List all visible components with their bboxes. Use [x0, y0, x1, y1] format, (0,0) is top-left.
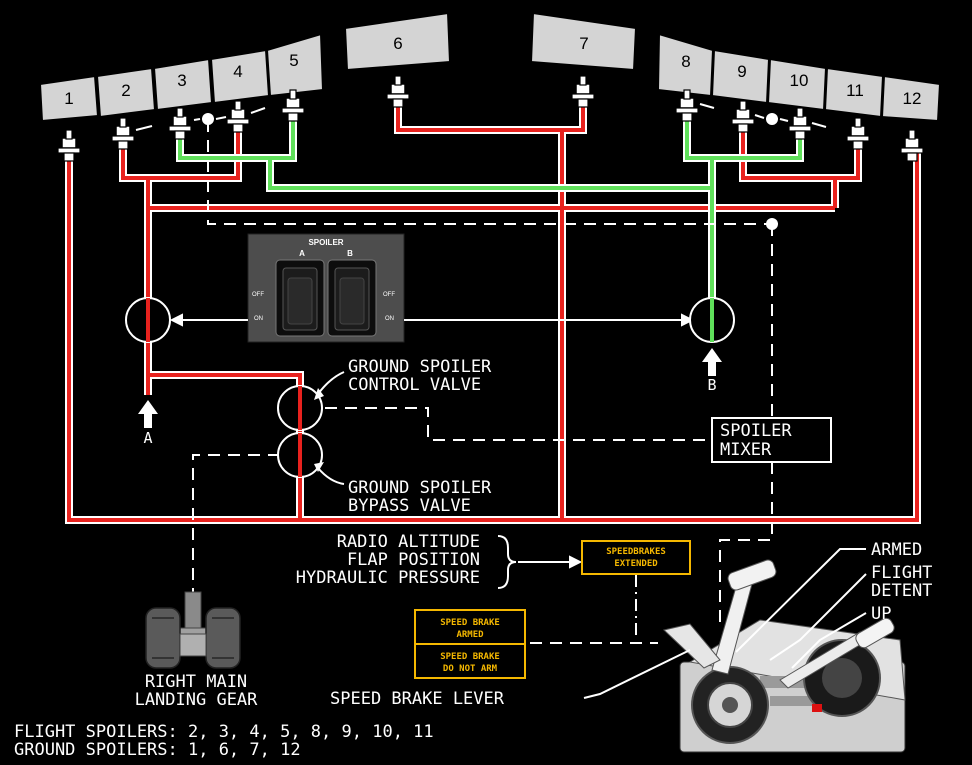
- spoiler-panel-2: 2: [95, 66, 157, 119]
- spoiler-panel-1: 1: [38, 74, 100, 123]
- control-valve-leader-arrow: [314, 388, 324, 400]
- spoiler-panel-11: 11: [823, 66, 885, 119]
- switch-b-guard[interactable]: [327, 259, 377, 337]
- spoiler-panel-12-label: 12: [903, 89, 922, 108]
- inputs-brace: [497, 535, 517, 589]
- speed-brake-armed-light-line2: ARMED: [456, 630, 484, 640]
- actuator-6: [386, 75, 410, 108]
- spoiler-panel-10: 10: [766, 57, 828, 112]
- landing-gear-icon: [145, 591, 241, 669]
- switch-b-label: B: [347, 249, 353, 258]
- switch-off-right-label: OFF: [383, 292, 395, 298]
- junction-dot-left: [202, 113, 214, 125]
- spoiler-panel-7: 7: [529, 11, 638, 72]
- spoiler-panel-11-label: 11: [846, 81, 864, 100]
- spoiler-panels: 1 2 3 4 5 6 7 8: [38, 11, 942, 123]
- flight-spoilers-legend: FLIGHT SPOILERS: 2, 3, 4, 5, 8, 9, 10, 1…: [14, 722, 434, 742]
- ground-spoilers-legend: GROUND SPOILERS: 1, 6, 7, 12: [14, 740, 301, 760]
- switch-on-right-label: ON: [385, 316, 394, 322]
- spoiler-panel-2-label: 2: [121, 81, 130, 100]
- lever-leaders: [583, 548, 867, 699]
- speedbrakes-extended-light-line1: SPEEDBRAKES: [606, 547, 666, 557]
- spoiler-panel-6: 6: [343, 11, 452, 72]
- spoiler-panel-4-label: 4: [233, 62, 242, 81]
- switch-panel-title: SPOILER: [308, 238, 343, 247]
- ground-spoiler-control-label-line2: CONTROL VALVE: [348, 375, 481, 395]
- speed-brake-lever-assembly: [662, 559, 906, 753]
- ground-spoiler-bypass-label-line2: BYPASS VALVE: [348, 496, 471, 516]
- speedbrake-inputs: RADIO ALTITUDE FLAP POSITION HYDRAULIC P…: [296, 532, 480, 588]
- detent-label: DETENT: [871, 581, 932, 601]
- hyd-b-arrow-icon: [702, 348, 722, 376]
- spoiler-mixer-label-line1: SPOILER: [720, 421, 792, 441]
- green-hydraulic-lines-core: [178, 112, 802, 340]
- lever-position-labels: ARMED FLIGHT DETENT UP SPEED BRAKE LEVER: [330, 540, 932, 709]
- armed-label: ARMED: [871, 540, 922, 560]
- actuator-linkages: [135, 103, 827, 131]
- ground-spoiler-control-label-line1: GROUND SPOILER: [348, 357, 492, 377]
- spoiler-panel-7-label: 7: [579, 34, 588, 53]
- hydraulic-supply-arrows: [138, 348, 722, 428]
- spoiler-mixer-label-line2: MIXER: [720, 440, 772, 460]
- actuator-7: [571, 75, 595, 108]
- speedbrakes-extended-light-line2: EXTENDED: [614, 559, 658, 569]
- hydraulic-pressure-label: HYDRAULIC PRESSURE: [296, 568, 480, 588]
- switch-on-left-label: ON: [254, 316, 263, 322]
- spoiler-mixer-box: SPOILER MIXER: [711, 417, 832, 463]
- valve-passthrough-red: [146, 298, 302, 477]
- ground-spoiler-bypass-label-line1: GROUND SPOILER: [348, 478, 492, 498]
- right-main-label-line2: LANDING GEAR: [135, 690, 259, 710]
- hyd-b-label: B: [707, 376, 716, 394]
- actuator-4: [226, 100, 250, 133]
- speed-brake-armed-light-line1: SPEED BRAKE: [440, 618, 500, 628]
- speed-brake-lever-label: SPEED BRAKE LEVER: [330, 689, 505, 709]
- spoiler-panel-8-label: 8: [681, 52, 690, 71]
- signal-lines: [192, 120, 773, 644]
- inputs-arrow: [518, 555, 583, 569]
- spoiler-switch-panel: SPOILER A B OFF ON OFF ON: [247, 233, 405, 343]
- speed-brake-do-not-arm-light-line1: SPEED BRAKE: [440, 652, 500, 662]
- spoiler-panel-9: 9: [710, 48, 771, 105]
- switch-off-left-label: OFF: [252, 292, 264, 298]
- spoiler-legend: FLIGHT SPOILERS: 2, 3, 4, 5, 8, 9, 10, 1…: [14, 722, 434, 760]
- actuator-10: [788, 107, 812, 140]
- switch-a-label: A: [299, 249, 305, 258]
- spoiler-panel-5: 5: [265, 32, 325, 98]
- spoiler-panel-4: 4: [209, 48, 271, 105]
- right-main-label-line1: RIGHT MAIN: [145, 672, 247, 692]
- indicator-lights: SPEEDBRAKES EXTENDED SPEED BRAKE ARMED S…: [414, 540, 691, 679]
- flap-position-label: FLAP POSITION: [347, 550, 480, 570]
- spoiler-panel-6-label: 6: [393, 34, 402, 53]
- actuator-1: [57, 129, 81, 162]
- spoiler-panel-1-label: 1: [64, 89, 73, 108]
- spoiler-panel-3-label: 3: [177, 71, 186, 90]
- hyd-a-label: A: [143, 429, 152, 447]
- junction-dot-mixer: [766, 218, 778, 230]
- spoiler-panel-8: 8: [656, 32, 715, 98]
- spoiler-panel-12: 12: [880, 74, 942, 123]
- switch-a-guard[interactable]: [275, 259, 325, 337]
- spoiler-panel-10-label: 10: [790, 71, 809, 90]
- radio-altitude-label: RADIO ALTITUDE: [337, 532, 480, 552]
- junction-dot-right: [766, 113, 778, 125]
- up-label: UP: [871, 604, 891, 624]
- flight-label: FLIGHT: [871, 563, 932, 583]
- landing-gear-labels: RIGHT MAIN LANDING GEAR: [135, 672, 259, 710]
- actuator-3: [168, 107, 192, 140]
- actuator-11: [846, 117, 870, 150]
- component-labels: GROUND SPOILER CONTROL VALVE GROUND SPOI…: [348, 357, 492, 516]
- hyd-a-arrow-icon: [138, 400, 158, 428]
- bypass-valve-leader-arrow: [314, 462, 324, 472]
- actuator-2: [111, 117, 135, 150]
- spoiler-panel-9-label: 9: [737, 62, 746, 81]
- switch-signal-arrows: [169, 313, 695, 327]
- actuator-9: [731, 100, 755, 133]
- spoiler-panel-3: 3: [152, 57, 214, 112]
- speed-brake-do-not-arm-light-line2: DO NOT ARM: [443, 664, 498, 674]
- spoiler-panel-5-label: 5: [289, 51, 298, 70]
- valve-label-leaders: [317, 371, 345, 485]
